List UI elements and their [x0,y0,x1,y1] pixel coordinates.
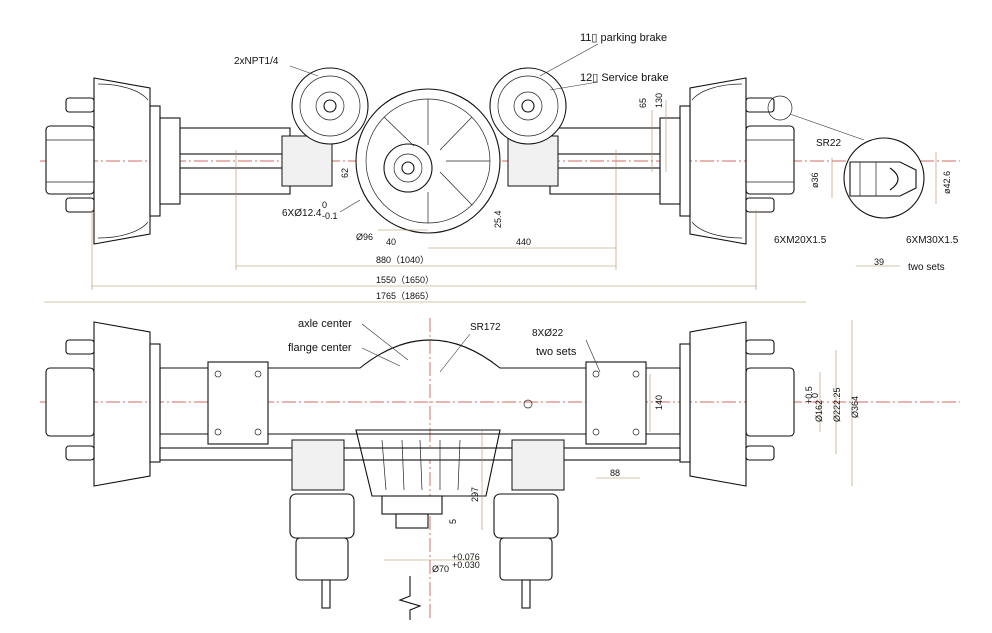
top-left-brake-chamber [291,67,369,145]
holes-tol-bottom: -0.1 [322,211,338,221]
front-dimension-lines [361,320,853,561]
dim-62: 62 [340,168,350,178]
dim-162-tol-top: +0.5 [804,386,814,404]
top-view: 11▯ parking brake 12▯ Service brake 2xNP… [40,32,960,303]
top-right-brake-chamber [489,67,567,145]
npt-label: 2xNPT1/4 [234,56,279,67]
dim-880: 880（1040） [376,255,429,265]
dim-140: 140 [654,395,664,410]
front-right-hub [679,321,795,487]
front-right-brake-chamber [493,439,565,609]
top-differential-housing [355,88,501,234]
two-sets-front-label: two sets [536,346,577,358]
dim-96: Ø96 [356,232,373,242]
dim-130: 130 [654,93,664,108]
dim-364: Ø364 [850,396,860,418]
top-right-hub [659,77,795,245]
top-left-hub [45,77,181,245]
dim-36: ø36 [810,172,820,188]
thread-small-label: 6XM20X1.5 [774,235,827,246]
dim-39: 39 [874,257,884,267]
front-view: axle center flange center SR172 8XØ22 tw… [40,291,960,620]
dim-440: 440 [516,237,531,247]
holes-label: 6XØ12.4 [282,208,322,219]
two-sets-top-label: two sets [908,262,945,273]
wheel-stud-detail [767,95,925,219]
dim-42: ø42.6 [942,171,952,194]
top-axle-tubes [179,127,661,195]
dim-65: 65 [638,98,648,108]
dim-222: Ø222.25 [832,387,842,422]
thread-large-label: 6XM30X1.5 [906,235,959,246]
dim-70: Ø70 [432,564,449,574]
dim-40: 40 [386,237,396,247]
flange-center-label: flange center [288,342,352,354]
dim-70-tol-top: +0.076 [452,552,480,562]
dim-1765: 1765（1865） [376,291,434,301]
service-brake-label: 12▯ Service brake [580,72,669,84]
dim-297: 297 [470,487,480,502]
sr22-label: SR22 [816,138,841,149]
sr172-label: SR172 [470,322,501,333]
dim-5: 5 [448,519,458,524]
axle-center-label: axle center [298,318,352,330]
dim-25: 25.4 [493,210,503,228]
dim-162-tol-bottom: 0 [810,393,820,398]
holes-tol-top: 0 [322,200,327,210]
break-symbol [398,576,422,620]
dim-88: 88 [610,468,620,478]
front-left-hub [45,321,161,487]
top-dimension-lines [44,43,937,303]
dim-1550: 1550（1650） [376,275,434,285]
dim-70-tol-bottom: +0.030 [452,560,480,570]
front-carrier [355,429,501,529]
parking-brake-label: 11▯ parking brake [580,32,667,44]
bolt-holes-label: 8XØ22 [532,328,564,339]
front-left-brake-chamber [289,439,355,609]
dim-162: Ø162 [814,400,824,422]
